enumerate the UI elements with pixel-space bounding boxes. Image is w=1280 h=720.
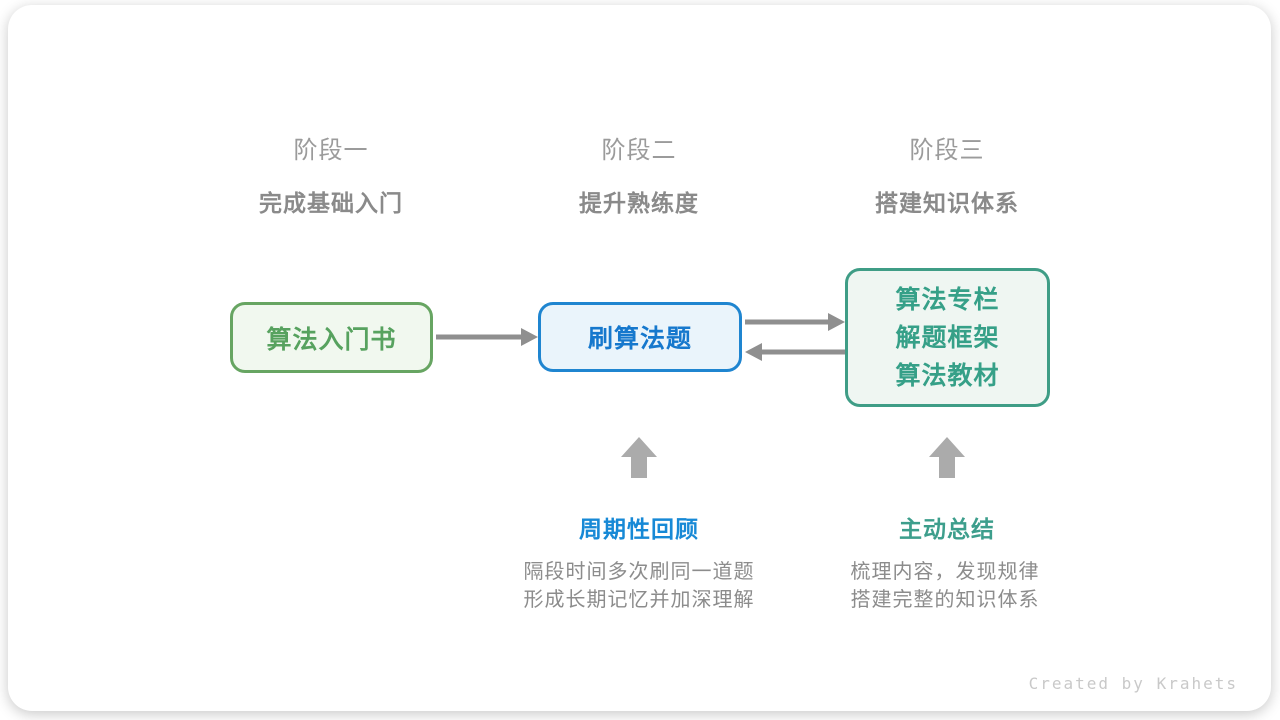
stage-2-label: 阶段二 <box>601 137 677 164</box>
annotation-review-title: 周期性回顾 <box>579 516 699 542</box>
node-resources-line-2: 解题框架 <box>895 323 1000 352</box>
node-intro-book: 算法入门书 <box>230 302 433 373</box>
annotation-review-desc: 隔段时间多次刷同一道题 形成长期记忆并加深理解 <box>459 558 819 614</box>
node-practice: 刷算法题 <box>538 302 742 372</box>
annotation-summary-title: 主动总结 <box>899 516 995 542</box>
stage-3-subtitle: 搭建知识体系 <box>875 190 1019 216</box>
stage-header-2: 阶段二 提升熟练度 <box>479 130 799 218</box>
credit-text: Created by Krahets <box>1028 674 1238 693</box>
node-practice-label: 刷算法题 <box>587 325 692 353</box>
node-resources-line-1: 算法专栏 <box>895 285 1000 314</box>
annotation-review-desc-line-2: 形成长期记忆并加深理解 <box>523 589 755 611</box>
node-resources: 算法专栏 解题框架 算法教材 <box>845 268 1050 407</box>
node-resources-line-3: 算法教材 <box>895 361 1000 390</box>
stage-1-subtitle: 完成基础入门 <box>259 190 403 216</box>
annotation-review-desc-line-1: 隔段时间多次刷同一道题 <box>523 561 755 583</box>
stage-header-1: 阶段一 完成基础入门 <box>171 130 491 218</box>
stage-2-subtitle: 提升熟练度 <box>579 190 699 216</box>
annotation-summary-desc-line-1: 梳理内容，发现规律 <box>850 561 1040 583</box>
stage-1-label: 阶段一 <box>293 137 369 164</box>
annotation-summary-desc-line-2: 搭建完整的知识体系 <box>850 589 1040 611</box>
annotation-summary-desc: 梳理内容，发现规律 搭建完整的知识体系 <box>765 558 1125 614</box>
stage-header-3: 阶段三 搭建知识体系 <box>787 130 1107 218</box>
node-intro-book-label: 算法入门书 <box>266 325 397 354</box>
stage-3-label: 阶段三 <box>909 137 985 164</box>
